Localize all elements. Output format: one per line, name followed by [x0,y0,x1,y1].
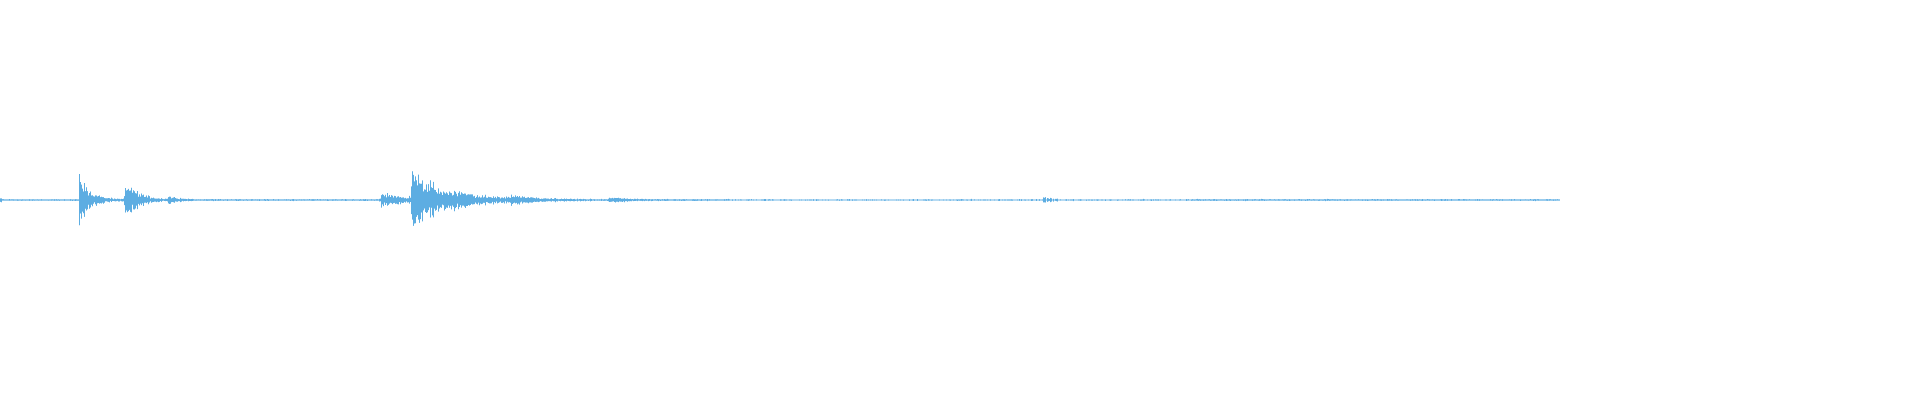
waveform-samples [0,171,1560,226]
